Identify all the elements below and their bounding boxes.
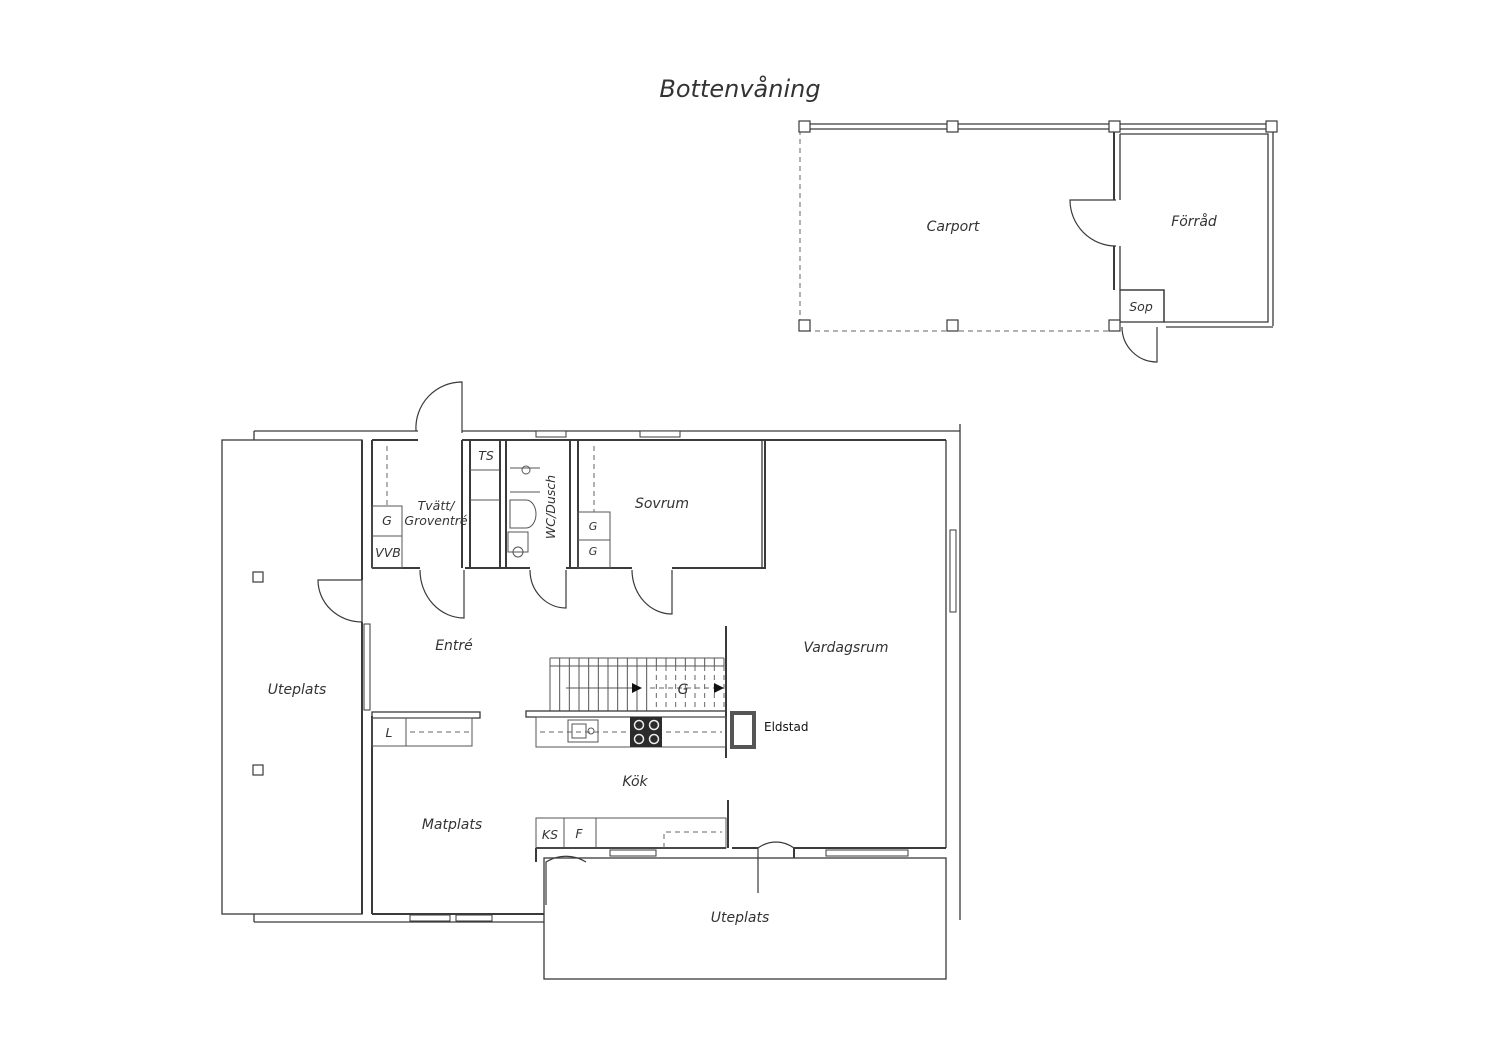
doors — [317, 381, 795, 905]
label-l: L — [386, 725, 393, 740]
kitchen-fittings — [371, 710, 756, 849]
door-tvatt — [419, 569, 465, 619]
sop-box — [1119, 289, 1165, 323]
door-west — [317, 579, 363, 623]
label-ts: TS — [478, 448, 494, 463]
label-kok: Kök — [622, 774, 648, 790]
label-carport: Carport — [927, 219, 980, 235]
label-sop: Sop — [1129, 299, 1153, 314]
label-g-sovrum-2: G — [589, 545, 598, 558]
label-g-sovrum-1: G — [589, 520, 598, 533]
label-sovrum: Sovrum — [635, 496, 689, 512]
door-sop — [1121, 326, 1158, 363]
door-forrad — [1069, 199, 1117, 247]
label-vvb: VVB — [375, 545, 401, 560]
main-house-walls — [221, 424, 961, 980]
label-uteplats-south: Uteplats — [711, 910, 770, 926]
door-wc — [529, 569, 567, 609]
stair — [549, 657, 725, 711]
door-kitchen-south — [545, 855, 587, 905]
fireplace — [730, 711, 756, 749]
label-tvatt-2: Groventré — [404, 513, 468, 528]
label-wc: WC/Dusch — [543, 475, 558, 539]
sink — [567, 719, 599, 743]
label-vardagsrum: Vardagsrum — [804, 640, 889, 656]
label-matplats: Matplats — [422, 817, 482, 833]
windows — [363, 430, 957, 922]
label-ks: KS — [542, 827, 558, 842]
label-entre: Entré — [435, 638, 473, 654]
label-g-tvatt: G — [382, 513, 392, 528]
label-eldstad: Eldstad — [764, 720, 808, 734]
uteplats-south-deck — [543, 857, 947, 980]
door-main-entry — [415, 381, 463, 433]
door-vardagsrum-south — [757, 841, 795, 893]
uteplats-west-deck — [221, 439, 363, 915]
floor-title: Bottenvåning — [659, 74, 820, 103]
label-forrad: Förråd — [1171, 213, 1217, 230]
label-uteplats-west: Uteplats — [268, 682, 327, 698]
label-f: F — [575, 826, 583, 841]
carport-building — [798, 120, 1278, 363]
door-sovrum — [631, 569, 673, 615]
label-stair-g: G — [678, 682, 689, 698]
label-tvatt-1: Tvätt/ — [418, 498, 456, 513]
